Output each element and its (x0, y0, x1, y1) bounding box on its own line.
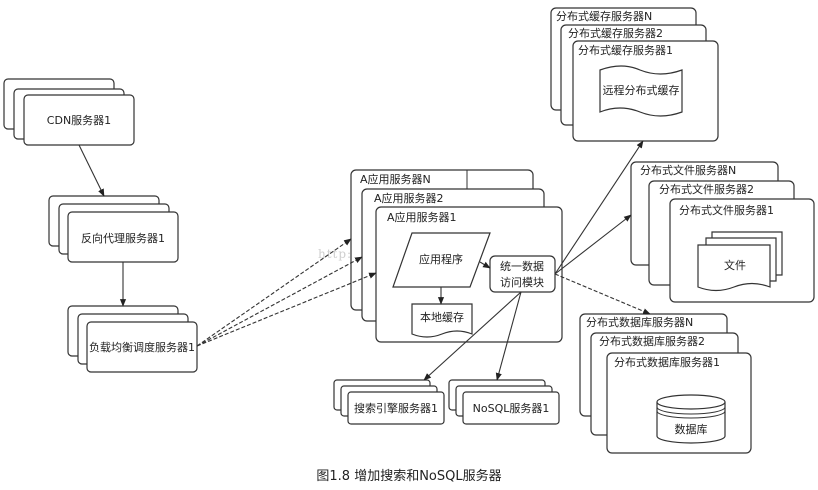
edges (78, 140, 651, 381)
local-cache-label: 本地缓存 (420, 310, 464, 324)
edge-data-access-to-nosql (495, 291, 522, 381)
nosql-label: NoSQL服务器1 (473, 402, 550, 415)
local-cache (411, 303, 473, 338)
search-engine-server-1 (347, 391, 445, 425)
distributed-cache-stack: 分布式缓存服务器N 分布式缓存服务器2 分布式缓存服务器1 远程分布式缓存 (550, 7, 719, 142)
app-server-stack: A应用服务器N A应用服务器2 A应用服务器1 应用程序 本地缓存 统一数据 访… (350, 169, 563, 343)
file-server-n-label: 分布式文件服务器N (640, 163, 736, 177)
data-access-label-line1: 统一数据 (500, 259, 544, 273)
distributed-file-stack: 分布式文件服务器N 分布式文件服务器2 分布式文件服务器1 文件 (630, 161, 815, 303)
edge-lb-to-app-1 (196, 272, 377, 347)
db-server-1-label: 分布式数据库服务器1 (614, 355, 720, 369)
edge-data-access-to-db (554, 273, 651, 315)
nosql-stack: NoSQL服务器1 (448, 379, 560, 425)
db-server-n-label: 分布式数据库服务器N (586, 315, 693, 329)
file-document (697, 244, 771, 292)
edge-lb-to-app-n (196, 238, 352, 347)
edge-data-access-to-cache (554, 140, 644, 275)
file-server-1-label: 分布式文件服务器1 (679, 203, 774, 217)
file-label: 文件 (724, 258, 746, 272)
db-server-2-label: 分布式数据库服务器2 (599, 334, 705, 348)
file-server-2-label: 分布式文件服务器2 (659, 182, 754, 196)
application-program (392, 232, 491, 288)
cdn-server-stack: CDN服务器1 (3, 78, 135, 146)
cdn-server-label: CDN服务器1 (47, 114, 111, 127)
edge-program-to-data-access (479, 261, 491, 269)
app-server-2-label: A应用服务器2 (374, 191, 444, 205)
data-access-label-line2: 访问模块 (500, 276, 544, 289)
edge-data-access-to-search (423, 291, 522, 381)
edge-cdn-to-proxy (78, 144, 105, 197)
remote-cache-label: 远程分布式缓存 (603, 83, 680, 97)
remote-cache (599, 65, 683, 117)
app-server-1-label: A应用服务器1 (387, 210, 457, 224)
app-server-n-label: A应用服务器N (360, 172, 431, 186)
reverse-proxy-stack: 反向代理服务器1 (48, 195, 179, 263)
load-balancer-server-1 (86, 321, 198, 373)
application-program-label: 应用程序 (419, 252, 463, 266)
cache-server-1-label: 分布式缓存服务器1 (578, 43, 673, 57)
edge-data-access-to-file (554, 214, 632, 275)
search-engine-stack: 搜索引擎服务器1 (333, 379, 445, 425)
load-balancer-label: 负载均衡调度服务器1 (89, 340, 195, 354)
database-cylinder-icon (656, 394, 726, 444)
figure-caption: 图1.8 增加搜索和NoSQL服务器 (316, 468, 501, 484)
database-label: 数据库 (675, 422, 708, 436)
reverse-proxy-label: 反向代理服务器1 (81, 231, 165, 245)
nosql-server-1 (462, 391, 560, 425)
distributed-database-stack: 分布式数据库服务器N 分布式数据库服务器2 分布式数据库服务器1 数据库 (579, 313, 752, 454)
search-engine-label: 搜索引擎服务器1 (354, 401, 438, 415)
edge-lb-to-app-2 (196, 256, 363, 347)
cache-server-n-label: 分布式缓存服务器N (556, 9, 652, 23)
cache-server-2-label: 分布式缓存服务器2 (568, 26, 663, 40)
load-balancer-stack: 负载均衡调度服务器1 (67, 305, 198, 373)
